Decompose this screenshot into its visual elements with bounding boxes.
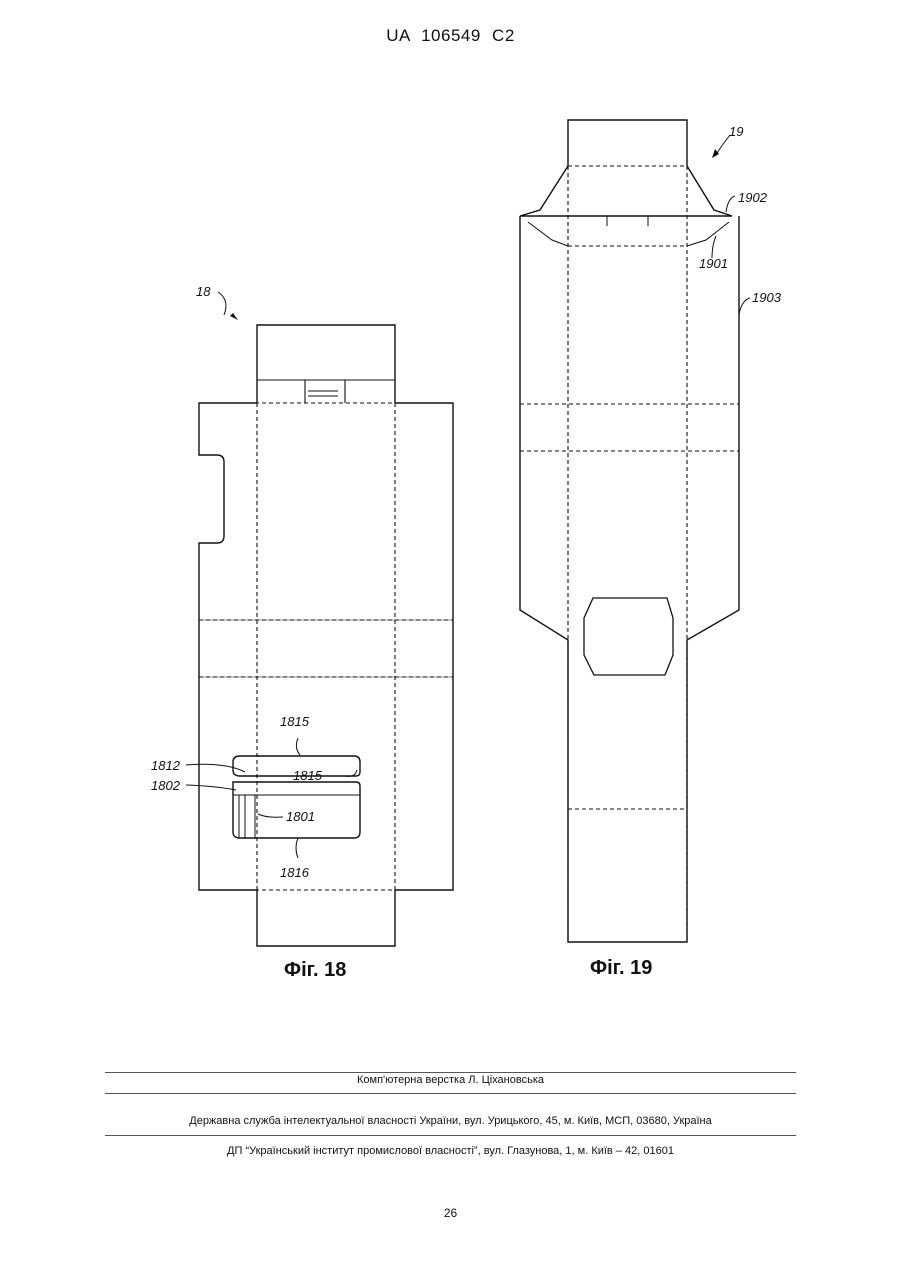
footer-agency: Державна служба інтелектуальної власност… (0, 1115, 901, 1127)
label-1903: 1903 (752, 290, 782, 305)
footer-rule-3 (105, 1135, 796, 1136)
figure-19-caption: Фіг. 19 (590, 957, 652, 979)
label-1816: 1816 (280, 865, 310, 880)
footer-rule-2 (105, 1093, 796, 1094)
fig18-bottom-flap (257, 890, 395, 946)
footer-layout-credit: Комп'ютерна верстка Л. Ціхановська (0, 1074, 901, 1086)
label-1812: 1812 (151, 758, 181, 773)
figure-18-blank (199, 325, 453, 946)
label-1902: 1902 (738, 190, 768, 205)
figure-18-caption: Фіг. 18 (284, 959, 346, 981)
footer-institute: ДП “Український інститут промислової вла… (0, 1145, 901, 1157)
fig19-main-outline (520, 216, 739, 942)
ref-19: 19 (729, 124, 743, 139)
fig18-main-outline (199, 403, 453, 890)
ref-18: 18 (196, 284, 211, 299)
figure-19-blank (520, 120, 739, 942)
label-1801: 1801 (286, 809, 315, 824)
page-number: 26 (0, 1206, 901, 1220)
label-1901: 1901 (699, 256, 728, 271)
label-1815-inner: 1815 (293, 768, 323, 783)
footer-rule-1 (105, 1072, 796, 1073)
label-1815-top: 1815 (280, 714, 310, 729)
fig19-window (584, 598, 673, 675)
label-1802: 1802 (151, 778, 181, 793)
